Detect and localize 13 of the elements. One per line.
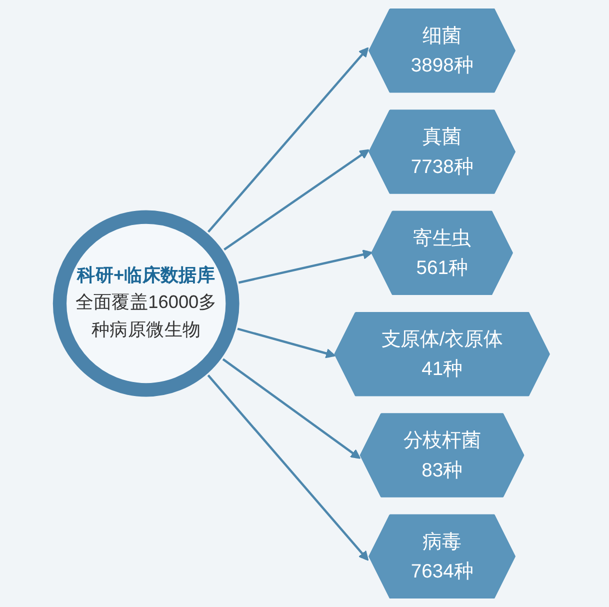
hexagon-node: 病毒 7634种	[368, 514, 516, 598]
arrow	[237, 328, 336, 358]
hexagon-node: 分枝杆菌 83种	[360, 413, 524, 498]
hexagon-node: 真菌 7738种	[368, 110, 516, 194]
hexagon-node: 细菌 3898种	[368, 8, 516, 93]
arrow	[222, 358, 361, 459]
arrow	[238, 250, 373, 284]
arrow	[224, 149, 370, 251]
circle-node: 科研+临床数据库 全面覆盖16000多种病原微生物	[52, 210, 240, 397]
hexagon-node: 寄生虫 561种	[371, 210, 513, 295]
arrow	[207, 47, 369, 233]
hexagon-node: 支原体/衣原体 41种	[334, 312, 550, 396]
arrow	[207, 374, 369, 561]
